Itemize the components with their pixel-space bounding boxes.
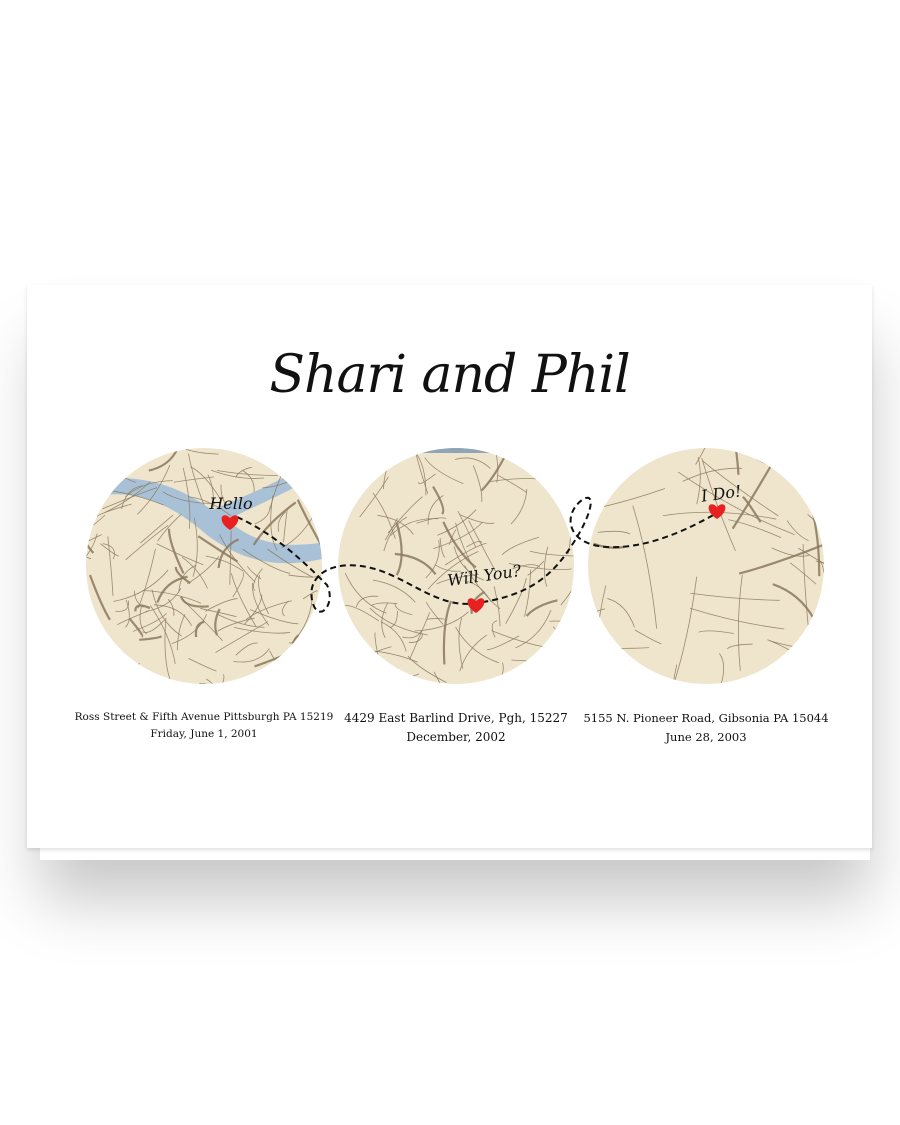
caption-3: 5155 N. Pioneer Road, Gibsonia PA 15044 … — [566, 711, 846, 744]
address-1: Ross Street & Fifth Avenue Pittsburgh PA… — [74, 711, 334, 723]
poster-title: Shari and Phil — [269, 345, 630, 405]
heart-icon — [221, 515, 239, 530]
date-1: Friday, June 1, 2001 — [150, 728, 258, 740]
date-2: December, 2002 — [406, 730, 506, 744]
caption-1: Ross Street & Fifth Avenue Pittsburgh PA… — [64, 711, 344, 740]
caption-2: 4429 East Barlind Drive, Pgh, 15227 Dece… — [316, 711, 596, 744]
address-2: 4429 East Barlind Drive, Pgh, 15227 — [344, 711, 568, 725]
date-3: June 28, 2003 — [665, 730, 747, 744]
heart-icon — [467, 598, 485, 613]
map-circle-3 — [588, 448, 824, 684]
address-3: 5155 N. Pioneer Road, Gibsonia PA 15044 — [583, 711, 829, 725]
poster: Shari and Phil Hello Will You? I Do! Ros… — [27, 285, 872, 848]
map-label-hello: Hello — [208, 494, 252, 513]
map-circle-1 — [86, 448, 322, 684]
maps-svg: Hello Will You? I Do! — [86, 448, 824, 684]
heart-icon — [708, 504, 726, 519]
